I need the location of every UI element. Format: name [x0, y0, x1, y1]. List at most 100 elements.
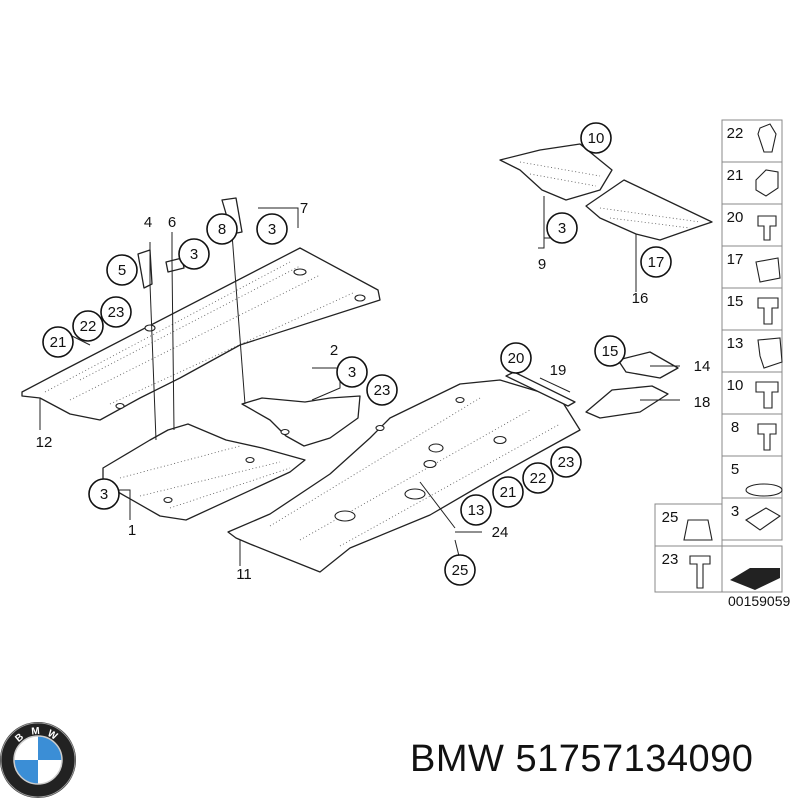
- callout-6: 6: [168, 214, 176, 231]
- hardware-label: 13: [727, 335, 744, 352]
- part-6-bracket: [165, 257, 185, 273]
- callout-circle: [106, 254, 138, 286]
- part-14-bracket: [617, 351, 679, 379]
- callout-3c: 3: [546, 212, 578, 244]
- callout-number: 23: [374, 382, 391, 399]
- callout-4: 4: [144, 214, 152, 231]
- callout-circle: [546, 212, 578, 244]
- callout-circle: [594, 335, 626, 367]
- callout-circle: [522, 462, 554, 494]
- callout-number: 9: [538, 256, 546, 273]
- callout-3a: 3: [178, 238, 210, 270]
- callout-number: 3: [268, 221, 276, 238]
- hardware-label: 20: [727, 209, 744, 226]
- cap-nut-icon: [683, 519, 713, 541]
- callout-number: 8: [218, 221, 226, 238]
- catalog-number: 00159059: [728, 593, 791, 609]
- washer-icon: [745, 483, 783, 497]
- callout-13: 13: [460, 494, 492, 526]
- callout-number: 19: [550, 362, 567, 379]
- callout-12: 12: [36, 434, 53, 451]
- callout-21a: 21: [42, 326, 74, 358]
- callout-number: 21: [50, 334, 67, 351]
- hardware-label: 5: [731, 461, 739, 478]
- callout-circle: [366, 374, 398, 406]
- callout-20: 20: [500, 342, 532, 374]
- bolt-small-icon: [757, 423, 777, 451]
- part-1-panel: [102, 423, 306, 521]
- callout-17: 17: [640, 246, 672, 278]
- callout-number: 12: [36, 434, 53, 451]
- screw-icon: [757, 297, 779, 325]
- callout-number: 22: [530, 470, 547, 487]
- callout-number: 2: [330, 342, 338, 359]
- callout-22b: 22: [522, 462, 554, 494]
- callout-circle: [444, 554, 476, 586]
- part-11-panel: [227, 379, 581, 573]
- part-16-panel: [585, 179, 713, 241]
- nut-icon: [755, 169, 779, 197]
- callout-circle: [72, 310, 104, 342]
- bolt-icon: [755, 381, 779, 409]
- callout-number: 22: [80, 318, 97, 335]
- callout-10: 10: [580, 122, 612, 154]
- callout-22a: 22: [72, 310, 104, 342]
- callout-circle: [580, 122, 612, 154]
- callout-number: 21: [500, 484, 517, 501]
- callout-circle: [492, 476, 524, 508]
- callout-number: 17: [648, 254, 665, 271]
- rivet-icon: [757, 215, 777, 241]
- callout-number: 3: [100, 486, 108, 503]
- callout-number: 11: [236, 566, 252, 583]
- callout-3b: 3: [256, 213, 288, 245]
- part-9-cover: [499, 143, 613, 201]
- callout-15: 15: [594, 335, 626, 367]
- part-4-bracket: [137, 249, 153, 289]
- callout-21b: 21: [492, 476, 524, 508]
- callout-number: 3: [348, 364, 356, 381]
- spring-clip-icon: [755, 257, 781, 283]
- clip-icon: [757, 123, 777, 153]
- callout-23c: 23: [550, 446, 582, 478]
- callout-number: 18: [694, 394, 711, 411]
- hardware-label: 22: [727, 125, 744, 142]
- callout-number: 23: [558, 454, 575, 471]
- direction-arrow-icon: [730, 568, 780, 590]
- callout-number: 20: [508, 350, 525, 367]
- callout-number: 3: [190, 246, 198, 263]
- callout-number: 13: [468, 502, 485, 519]
- callout-number: 15: [602, 343, 619, 360]
- hardware-label: 15: [727, 293, 744, 310]
- callout-number: 4: [144, 214, 152, 231]
- callout-number: 16: [632, 290, 649, 307]
- callout-25: 25: [444, 554, 476, 586]
- logo-letter: M: [31, 726, 40, 738]
- callout-3d: 3: [336, 356, 368, 388]
- callout-5: 5: [106, 254, 138, 286]
- callout-number: 23: [108, 304, 125, 321]
- callout-14: 14: [694, 358, 711, 375]
- part-18-bracket: [585, 385, 669, 419]
- hardware-label: 8: [731, 419, 739, 436]
- callout-circle: [206, 213, 238, 245]
- callout-number: 5: [118, 262, 126, 279]
- callout-circle: [42, 326, 74, 358]
- callout-number: 7: [300, 200, 308, 217]
- callout-3e: 3: [88, 478, 120, 510]
- part-19-strip: [505, 371, 576, 407]
- callout-number: 3: [558, 220, 566, 237]
- callout-circle: [500, 342, 532, 374]
- callout-9: 9: [538, 256, 546, 273]
- callout-number: 25: [452, 562, 469, 579]
- brand-name: BMW: [410, 738, 505, 780]
- callout-8: 8: [206, 213, 238, 245]
- callout-23a: 23: [100, 296, 132, 328]
- hardware-label: 10: [727, 377, 744, 394]
- hardware-label: 25: [662, 509, 679, 526]
- callout-circle: [640, 246, 672, 278]
- callout-circle: [88, 478, 120, 510]
- callout-24: 24: [492, 524, 509, 541]
